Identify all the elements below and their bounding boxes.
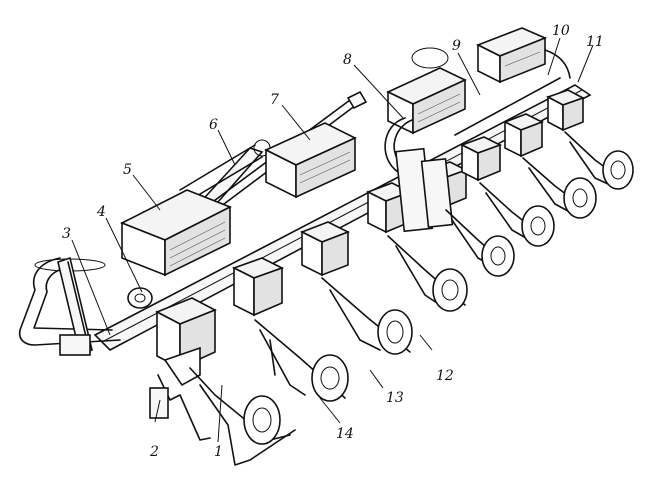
row-unit-12 (387, 235, 468, 312)
seed-hopper-13 (300, 221, 350, 277)
row-unit-d (564, 131, 634, 190)
gear-drive-4 (127, 287, 153, 309)
transmission-shaft (454, 77, 561, 136)
row-unit-14 (254, 319, 349, 402)
fertilizer-box-8 (386, 67, 467, 135)
drive-chain-10 (544, 49, 571, 79)
marker-arm (57, 256, 93, 356)
callout-3: 3 (62, 226, 71, 242)
seed-hopper-1 (155, 297, 217, 387)
row-unit-b (479, 182, 555, 247)
callout-8: 8 (343, 52, 352, 68)
leader-lines (71, 37, 594, 443)
callout-6: 6 (209, 117, 218, 133)
callout-14: 14 (336, 426, 354, 442)
callout-2: 2 (149, 444, 159, 460)
row-unit-a (445, 209, 515, 277)
callout-12: 12 (436, 368, 454, 384)
callout-labels: 1 2 3 4 5 6 7 8 9 10 11 12 13 14 (62, 23, 604, 460)
callout-9: 9 (452, 38, 461, 54)
fertilizer-box-10 (476, 27, 548, 84)
rear-box-outline (411, 47, 449, 69)
callout-7: 7 (270, 92, 279, 108)
seed-hopper-d (546, 89, 585, 132)
row-unit-c (522, 157, 597, 219)
row-unit-13 (321, 277, 413, 355)
seed-hopper-c (503, 113, 544, 158)
seed-hopper-b (459, 136, 503, 182)
callout-13: 13 (386, 390, 404, 406)
callout-10: 10 (552, 23, 570, 39)
fertilizer-box-7 (264, 122, 357, 199)
drive-wheel-8 (384, 117, 454, 233)
callout-5: 5 (123, 162, 132, 178)
callout-11: 11 (586, 34, 604, 50)
callout-1: 1 (214, 444, 223, 460)
callout-4: 4 (96, 204, 106, 220)
fertilizer-box-5 (120, 189, 232, 277)
seed-hopper-14 (231, 257, 285, 317)
